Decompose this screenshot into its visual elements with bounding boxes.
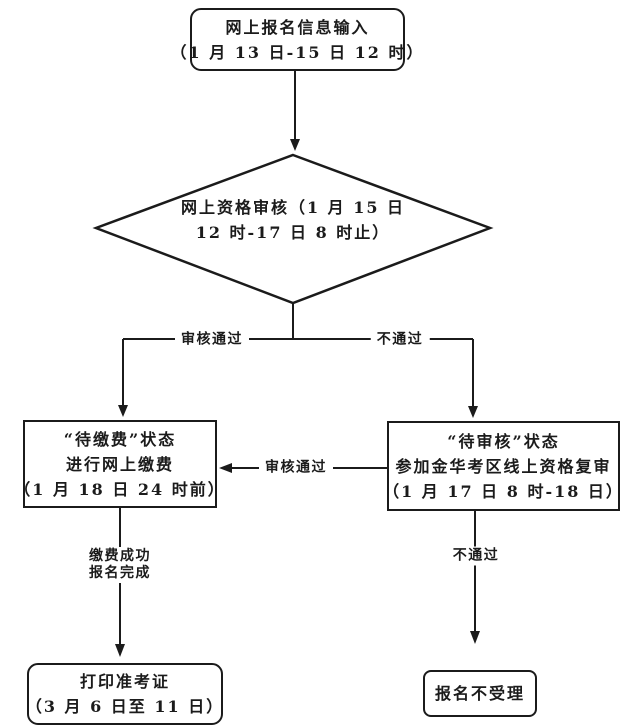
node-online-qualification-review: 网上资格审核（1 月 15 日 12 时-17 日 8 时止） <box>181 195 405 245</box>
node-text-line: 参加金华考区线上资格复审 <box>395 456 612 476</box>
node-registration-rejected: 报名不受理 <box>423 670 537 717</box>
node-text-line: 进行网上缴费 <box>65 454 174 474</box>
arrowhead-down-icon <box>470 631 480 644</box>
node-text-line: （1 月 18 日 24 时前） <box>14 479 226 499</box>
edge-label-not-passed: 不通过 <box>370 330 430 350</box>
edge-label-payment-done: 缴费成功 报名完成 <box>83 547 157 583</box>
node-text-line: 网上报名信息输入 <box>225 17 370 37</box>
node-text-line: 打印准考证 <box>79 672 170 691</box>
node-text-line: “待缴费”状态 <box>63 429 177 449</box>
arrowhead-down-icon <box>115 644 125 657</box>
node-pending-payment: “待缴费”状态 进行网上缴费 （1 月 18 日 24 时前） <box>14 420 224 508</box>
arrowhead-down-icon <box>290 139 300 151</box>
edge-label-approved: 审核通过 <box>175 330 249 350</box>
arrowhead-left-icon <box>219 463 232 473</box>
node-text-line: （1 月 17 日 8 时-18 日） <box>383 481 624 501</box>
node-text-line: 12 时-17 日 8 时止） <box>195 223 391 242</box>
edge-label-line: 报名完成 <box>89 565 151 581</box>
arrowhead-down-icon <box>118 405 128 417</box>
edge-label-recheck-failed: 不通过 <box>446 546 506 566</box>
edge-label-line: 缴费成功 <box>89 548 151 564</box>
node-text-line: 网上资格审核（1 月 15 日 <box>180 198 406 217</box>
node-pending-review: “待审核”状态 参加金华考区线上资格复审 （1 月 17 日 8 时-18 日） <box>383 421 622 511</box>
node-text-line: （3 月 6 日至 11 日） <box>25 697 225 716</box>
node-print-admission-ticket: 打印准考证 （3 月 6 日至 11 日） <box>25 663 225 725</box>
node-text-line: （1 月 13 日-15 日 12 时） <box>170 42 425 62</box>
arrowhead-down-icon <box>468 406 478 418</box>
node-text-line: 报名不受理 <box>434 684 525 703</box>
edge-label-recheck-approved: 审核通过 <box>259 458 333 478</box>
node-text-line: “待审核”状态 <box>447 431 560 451</box>
node-online-registration: 网上报名信息输入 （1 月 13 日-15 日 12 时） <box>171 8 423 71</box>
